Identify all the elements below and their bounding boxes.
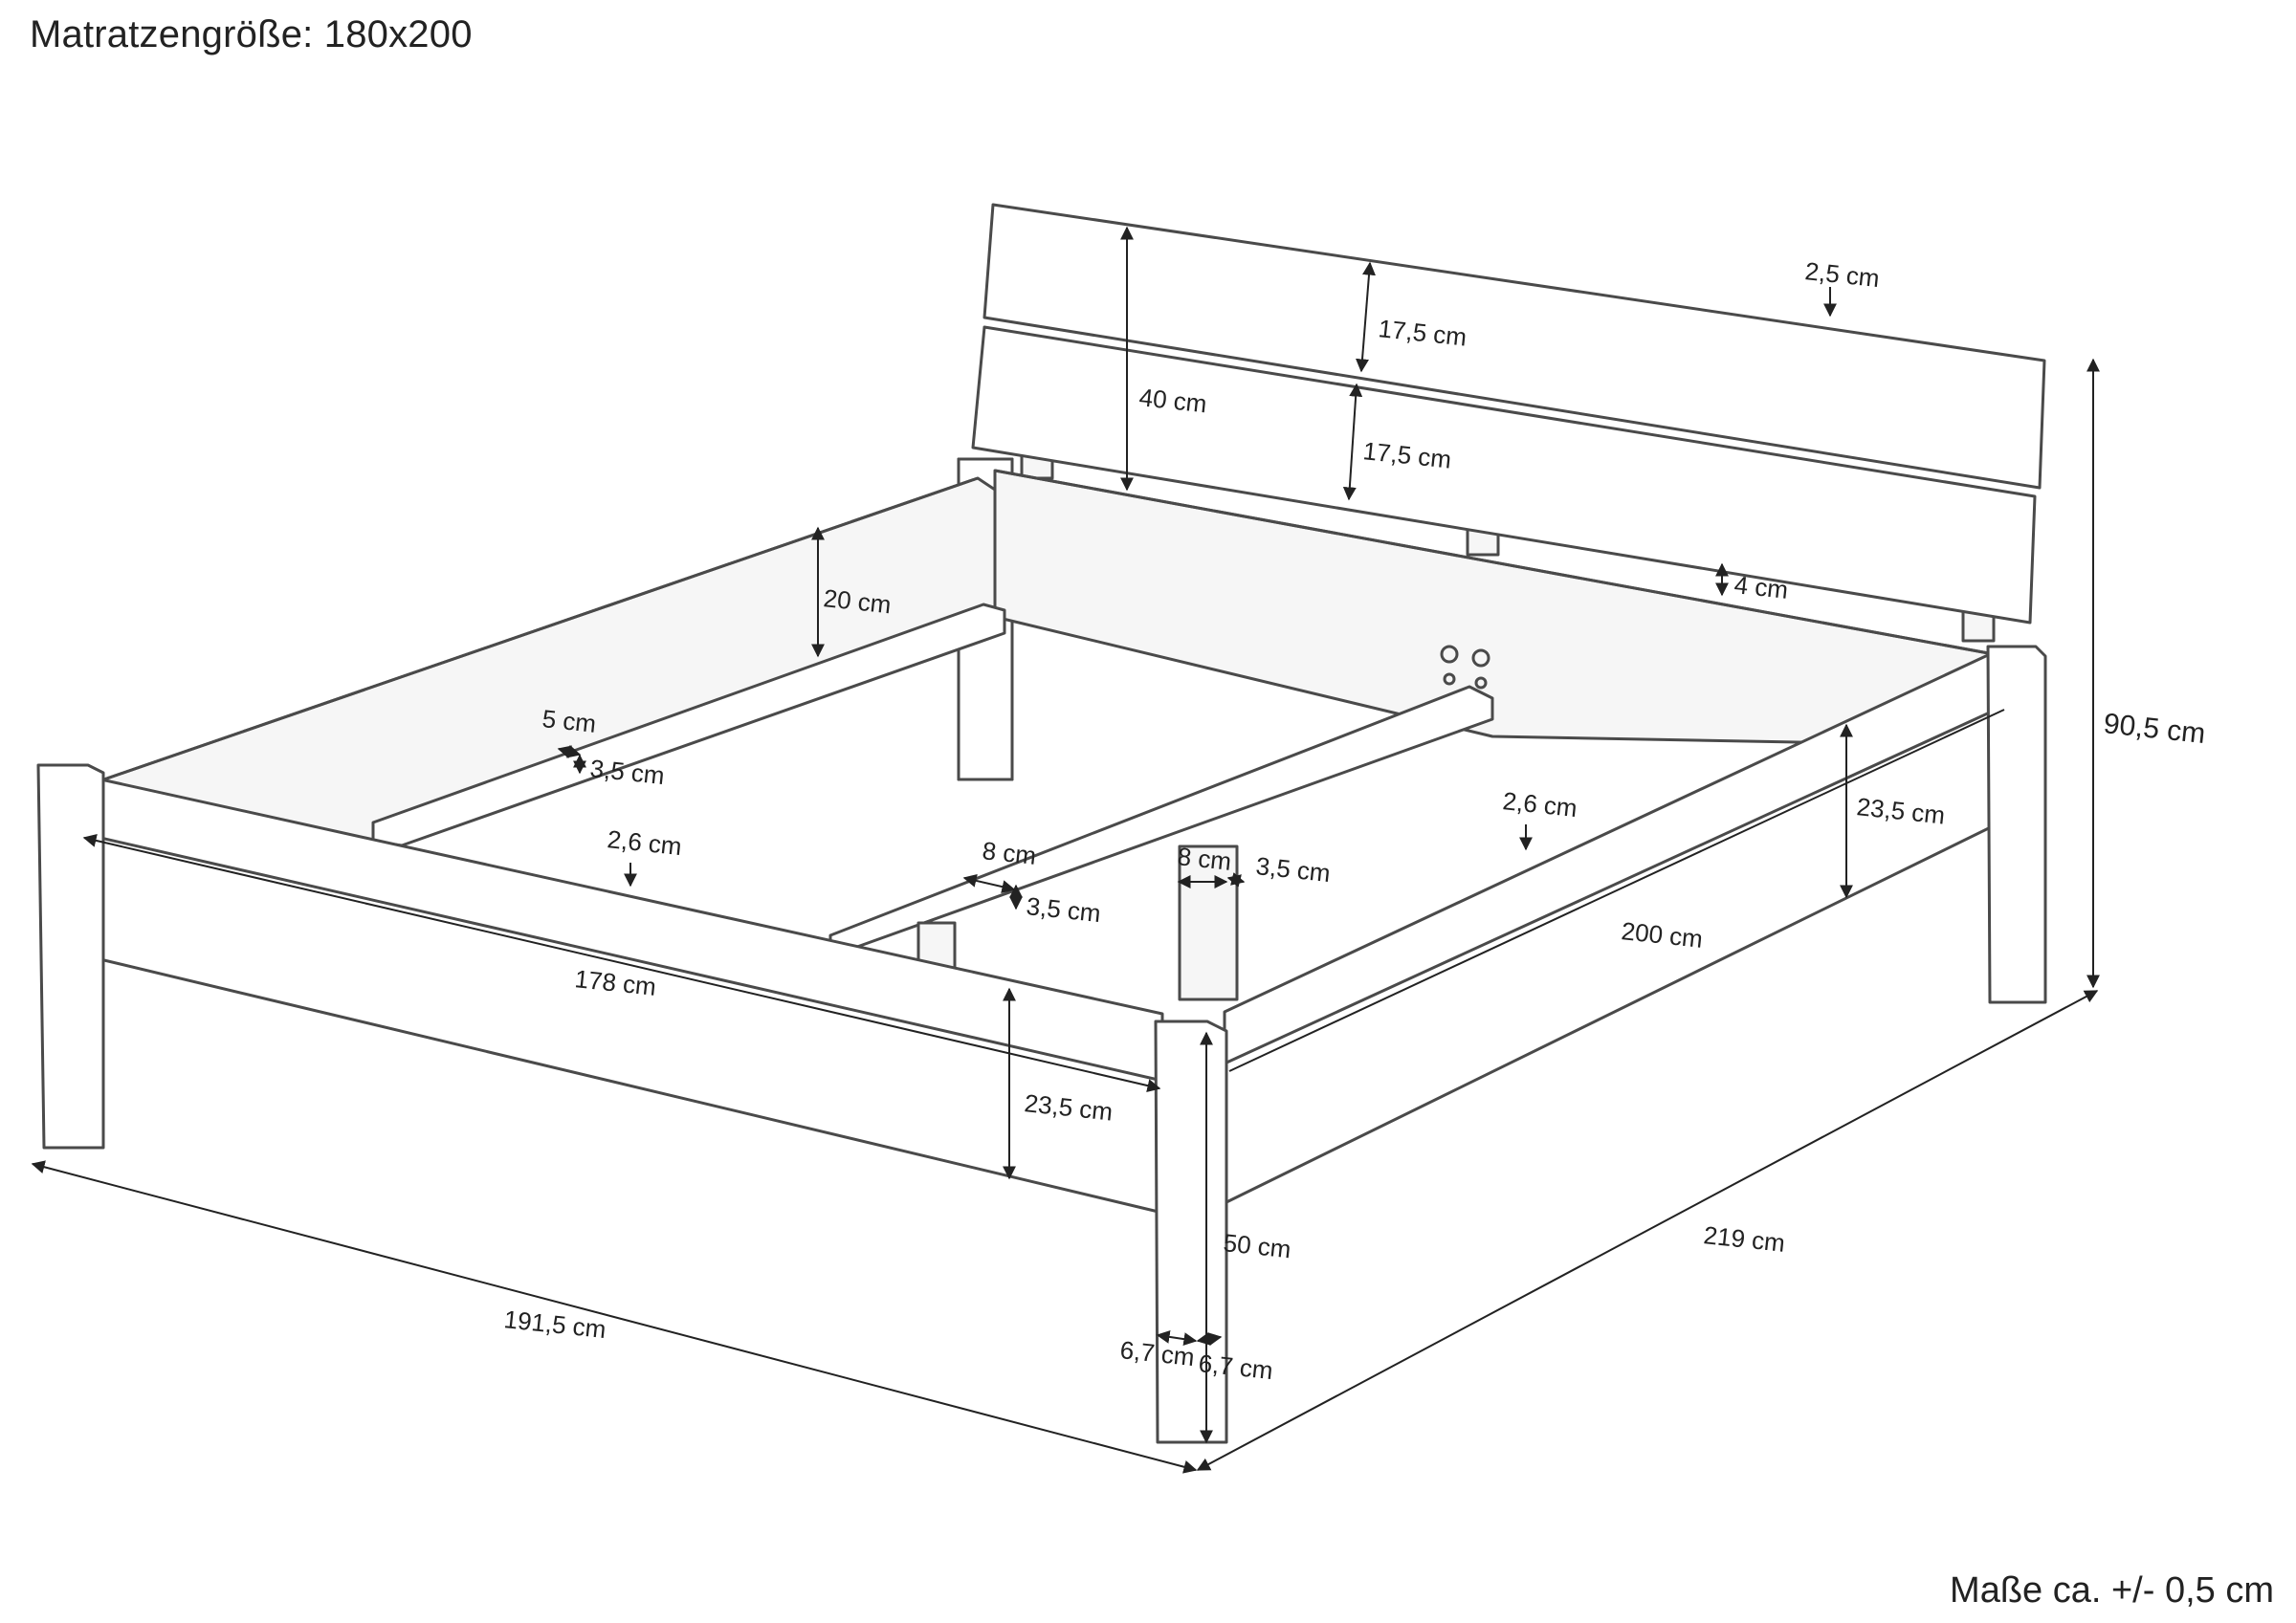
dim-crossbar-width: 8 cm [981, 836, 1037, 870]
dim-outer-length: 219 cm [1702, 1220, 1786, 1258]
keyhole-fittings [1440, 645, 1490, 690]
dim-ledge-height: 5 cm [541, 704, 597, 738]
mattress-size-title: Matratzengröße: 180x200 [30, 13, 473, 55]
front-left-leg [36, 763, 105, 1150]
dim-headboard-height: 40 cm [1137, 383, 1208, 418]
dim-left-side-thickness: 2,6 cm [606, 824, 683, 861]
dim-leg-height: 50 cm [1222, 1228, 1292, 1263]
left-side-rail [94, 476, 1006, 847]
dim-side-rail-height: 20 cm [822, 583, 893, 619]
headboard [971, 203, 2046, 643]
dim-plank-gap: 4 cm [1733, 570, 1789, 604]
dim-center-leg-width: 8 cm [1176, 842, 1232, 876]
dimension-lines [31, 226, 2100, 1474]
dim-center-leg-depth: 3,5 cm [1254, 851, 1332, 888]
dim-board-thickness: 2,5 cm [1803, 256, 1881, 293]
dim-crossbar-depth: 3,5 cm [1025, 891, 1102, 928]
tolerance-note: Maße ca. +/- 0,5 cm [1950, 1570, 2274, 1611]
back-right-leg [1986, 645, 2047, 1004]
dim-total-height: 90,5 cm [2102, 708, 2207, 750]
dim-ledge-depth: 3,5 cm [588, 754, 666, 790]
dim-right-side-thickness: 2,6 cm [1501, 786, 1578, 822]
